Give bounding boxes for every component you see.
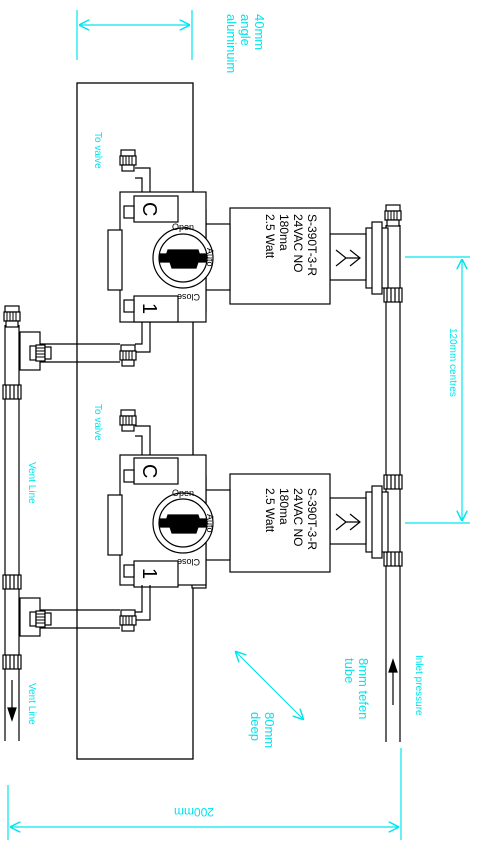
vent-line bbox=[2, 325, 22, 741]
inlet-top-fitting bbox=[384, 204, 402, 227]
valve-2-vent-fitting bbox=[29, 610, 52, 628]
valve-2-solenoid-line-3: 180ma bbox=[277, 488, 291, 525]
valve-2-solenoid-line-2: 24VAC NO bbox=[291, 488, 305, 546]
dimension-layer bbox=[7, 10, 470, 840]
valve-1-knob-auto: Auto bbox=[205, 248, 215, 267]
valve-2-knob-close: Close bbox=[177, 557, 200, 567]
valve-1-solenoid-line-4: 2.5 Watt bbox=[263, 214, 277, 259]
inlet-manifold bbox=[383, 225, 403, 742]
valve-1-solenoid-line-2: 24VAC NO bbox=[291, 214, 305, 272]
tube-label-line-1: 8mm tefen bbox=[356, 658, 371, 719]
overall-width-label: 200mm bbox=[174, 805, 214, 819]
vent-line-label-2: Vent Line bbox=[26, 683, 37, 725]
vent-top-fitting bbox=[3, 305, 21, 328]
valve-2-knob-open: Open bbox=[172, 488, 194, 498]
valve-2-solenoid-line-1: S-390T-3-R bbox=[305, 488, 319, 550]
valve-1-port-c: C bbox=[138, 202, 160, 216]
valve-1-knob-close: Close bbox=[177, 292, 200, 302]
tube-label-line-2: tube bbox=[342, 658, 357, 683]
valve-1 bbox=[19, 167, 389, 371]
to-valve-label-1: To valve bbox=[92, 132, 103, 169]
inlet-pressure-label: Inlet pressure bbox=[413, 655, 424, 716]
valve-1-vent-fitting bbox=[29, 344, 52, 362]
angle-label-line-2: angle bbox=[238, 14, 253, 46]
valve-2-port-1: 1 bbox=[138, 568, 160, 579]
valve-2-knob-auto: Auto bbox=[205, 514, 215, 533]
valve-2 bbox=[19, 425, 389, 637]
annotation-labels: 40mm angle aluminuim To valve To valve V… bbox=[26, 14, 458, 819]
valve-1-bottom-fitting bbox=[119, 344, 137, 367]
valve-2-bottom-fitting bbox=[119, 609, 137, 632]
valve-1-solenoid-line-1: S-390T-3-R bbox=[305, 214, 319, 276]
valve-2-solenoid-line-4: 2.5 Watt bbox=[263, 488, 277, 533]
valve-2-port-c: C bbox=[138, 464, 160, 478]
depth-label-line-1: 80mm bbox=[262, 712, 277, 748]
valve-1-solenoid-line-3: 180ma bbox=[277, 214, 291, 251]
centres-label: 120mm centres bbox=[447, 328, 458, 397]
depth-label-line-2: deep bbox=[248, 712, 263, 741]
vent-line-label-1: Vent Line bbox=[26, 462, 37, 504]
valve-1-port-1: 1 bbox=[138, 303, 160, 314]
depth-dimension bbox=[236, 652, 303, 719]
valve-2-labels: S-390T-3-R 24VAC NO 180ma 2.5 Watt Open … bbox=[138, 464, 319, 579]
aluminium-plate bbox=[76, 82, 194, 760]
valve-1-labels: S-390T-3-R 24VAC NO 180ma 2.5 Watt Open … bbox=[138, 202, 319, 314]
valve-1-top-fitting bbox=[119, 149, 137, 172]
angle-label-line-3: aluminuim bbox=[224, 14, 239, 73]
valve-1-knob-open: Open bbox=[172, 222, 194, 232]
to-valve-label-2: To valve bbox=[92, 404, 103, 441]
angle-label-line-1: 40mm bbox=[252, 14, 267, 50]
valve-2-top-fitting bbox=[119, 409, 137, 432]
